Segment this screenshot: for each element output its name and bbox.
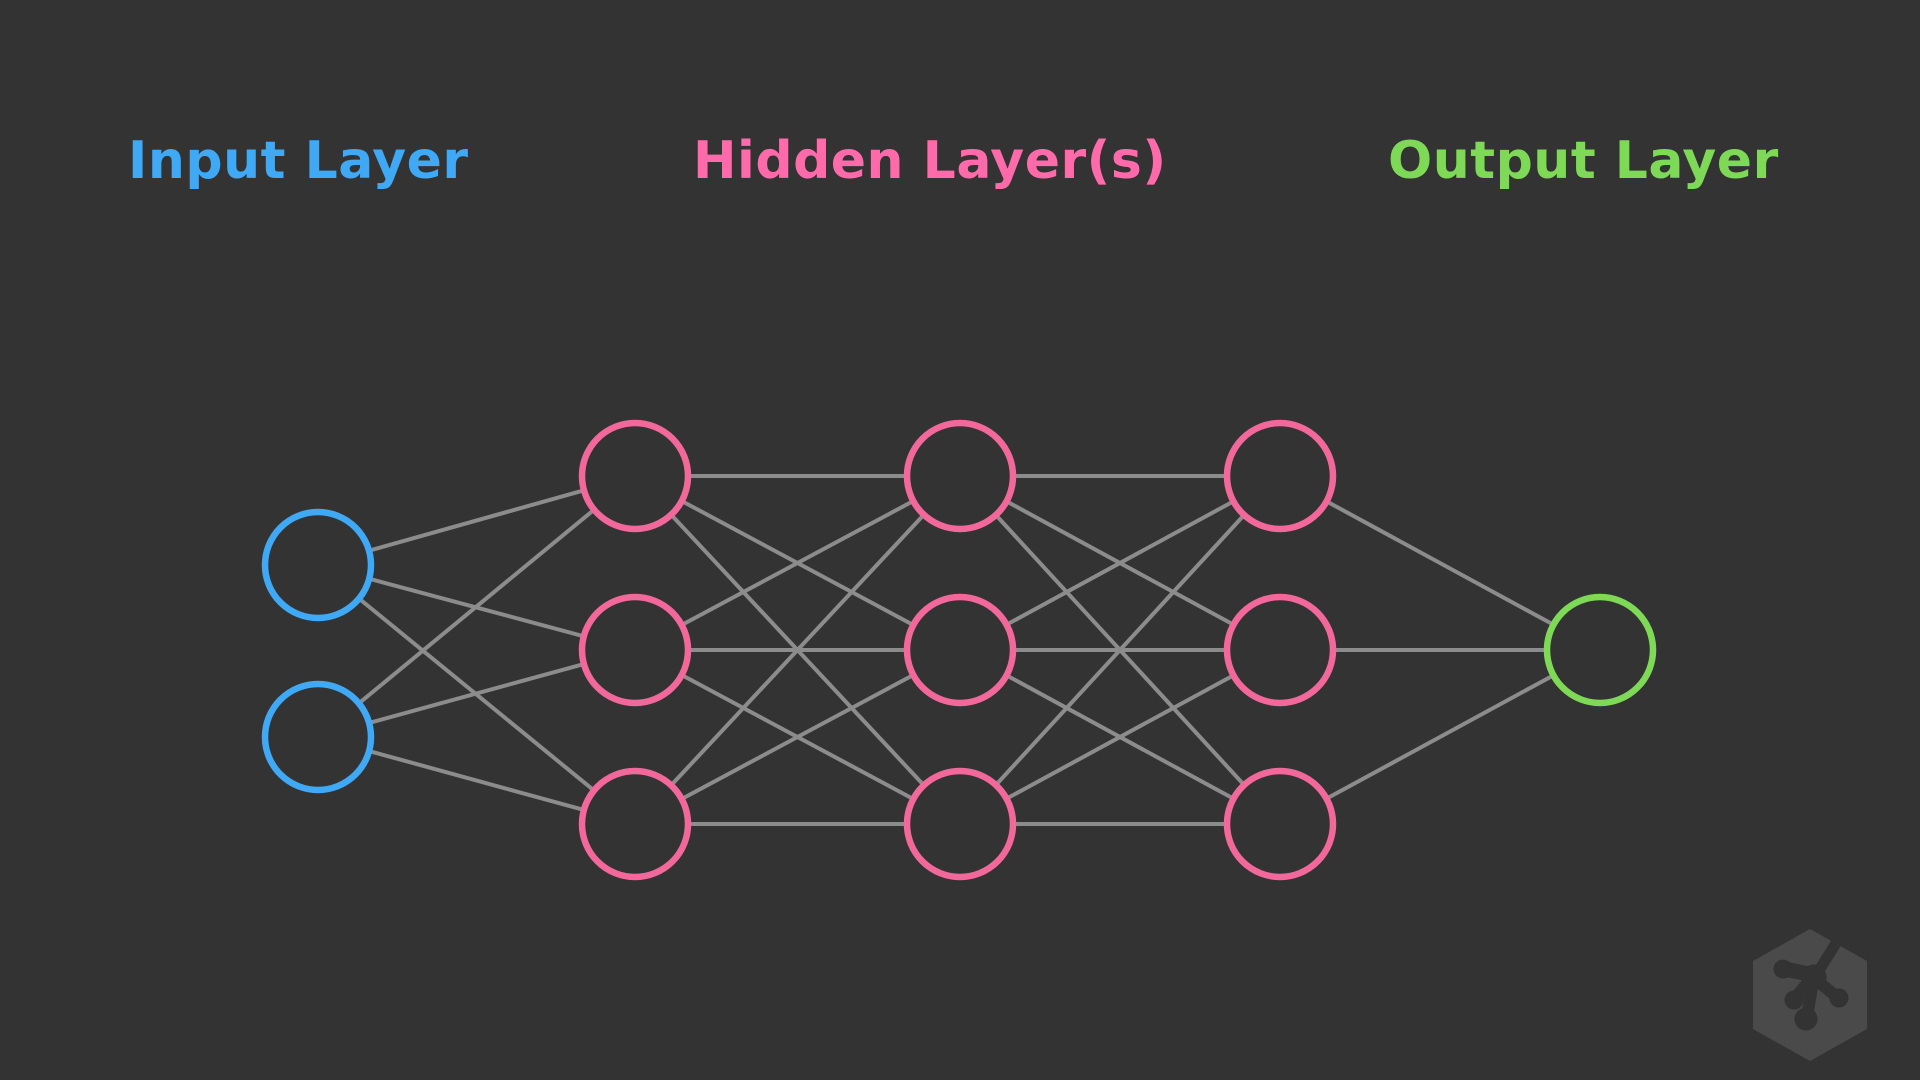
output-node[interactable] bbox=[1543, 593, 1657, 707]
connection-edge bbox=[680, 673, 915, 801]
hidden-node[interactable] bbox=[1223, 767, 1337, 881]
connection-edge bbox=[669, 513, 926, 787]
connection-edge bbox=[1325, 499, 1555, 627]
input-node[interactable] bbox=[261, 680, 375, 794]
hidden-node[interactable] bbox=[903, 419, 1017, 533]
hidden-layer-label: Hidden Layer(s) bbox=[693, 131, 1167, 191]
hidden-node[interactable] bbox=[1223, 419, 1337, 533]
watermark-logo bbox=[1745, 925, 1875, 1065]
connection-edge bbox=[1325, 673, 1555, 801]
hidden-node[interactable] bbox=[903, 593, 1017, 707]
connection-edge bbox=[368, 662, 585, 725]
hidden-node[interactable] bbox=[578, 767, 692, 881]
connection-edge bbox=[994, 513, 1246, 787]
connection-edge bbox=[1005, 499, 1235, 627]
input-node[interactable] bbox=[261, 508, 375, 622]
connection-edge bbox=[680, 499, 915, 627]
input-layer-label: Input Layer bbox=[128, 131, 469, 191]
connection-edge bbox=[1005, 673, 1235, 801]
nodes-group bbox=[261, 419, 1657, 881]
hidden-node[interactable] bbox=[578, 419, 692, 533]
hidden-node[interactable] bbox=[903, 767, 1017, 881]
connection-edge bbox=[368, 749, 585, 812]
edges-group bbox=[357, 474, 1555, 826]
hexagon-neuron-icon bbox=[1753, 929, 1867, 1061]
hidden-node[interactable] bbox=[578, 593, 692, 707]
connection-edge bbox=[368, 488, 585, 553]
connection-edge bbox=[357, 508, 596, 705]
neuron-glyph bbox=[1773, 929, 1849, 1031]
hidden-node[interactable] bbox=[1223, 593, 1337, 707]
output-layer-label: Output Layer bbox=[1388, 131, 1779, 191]
